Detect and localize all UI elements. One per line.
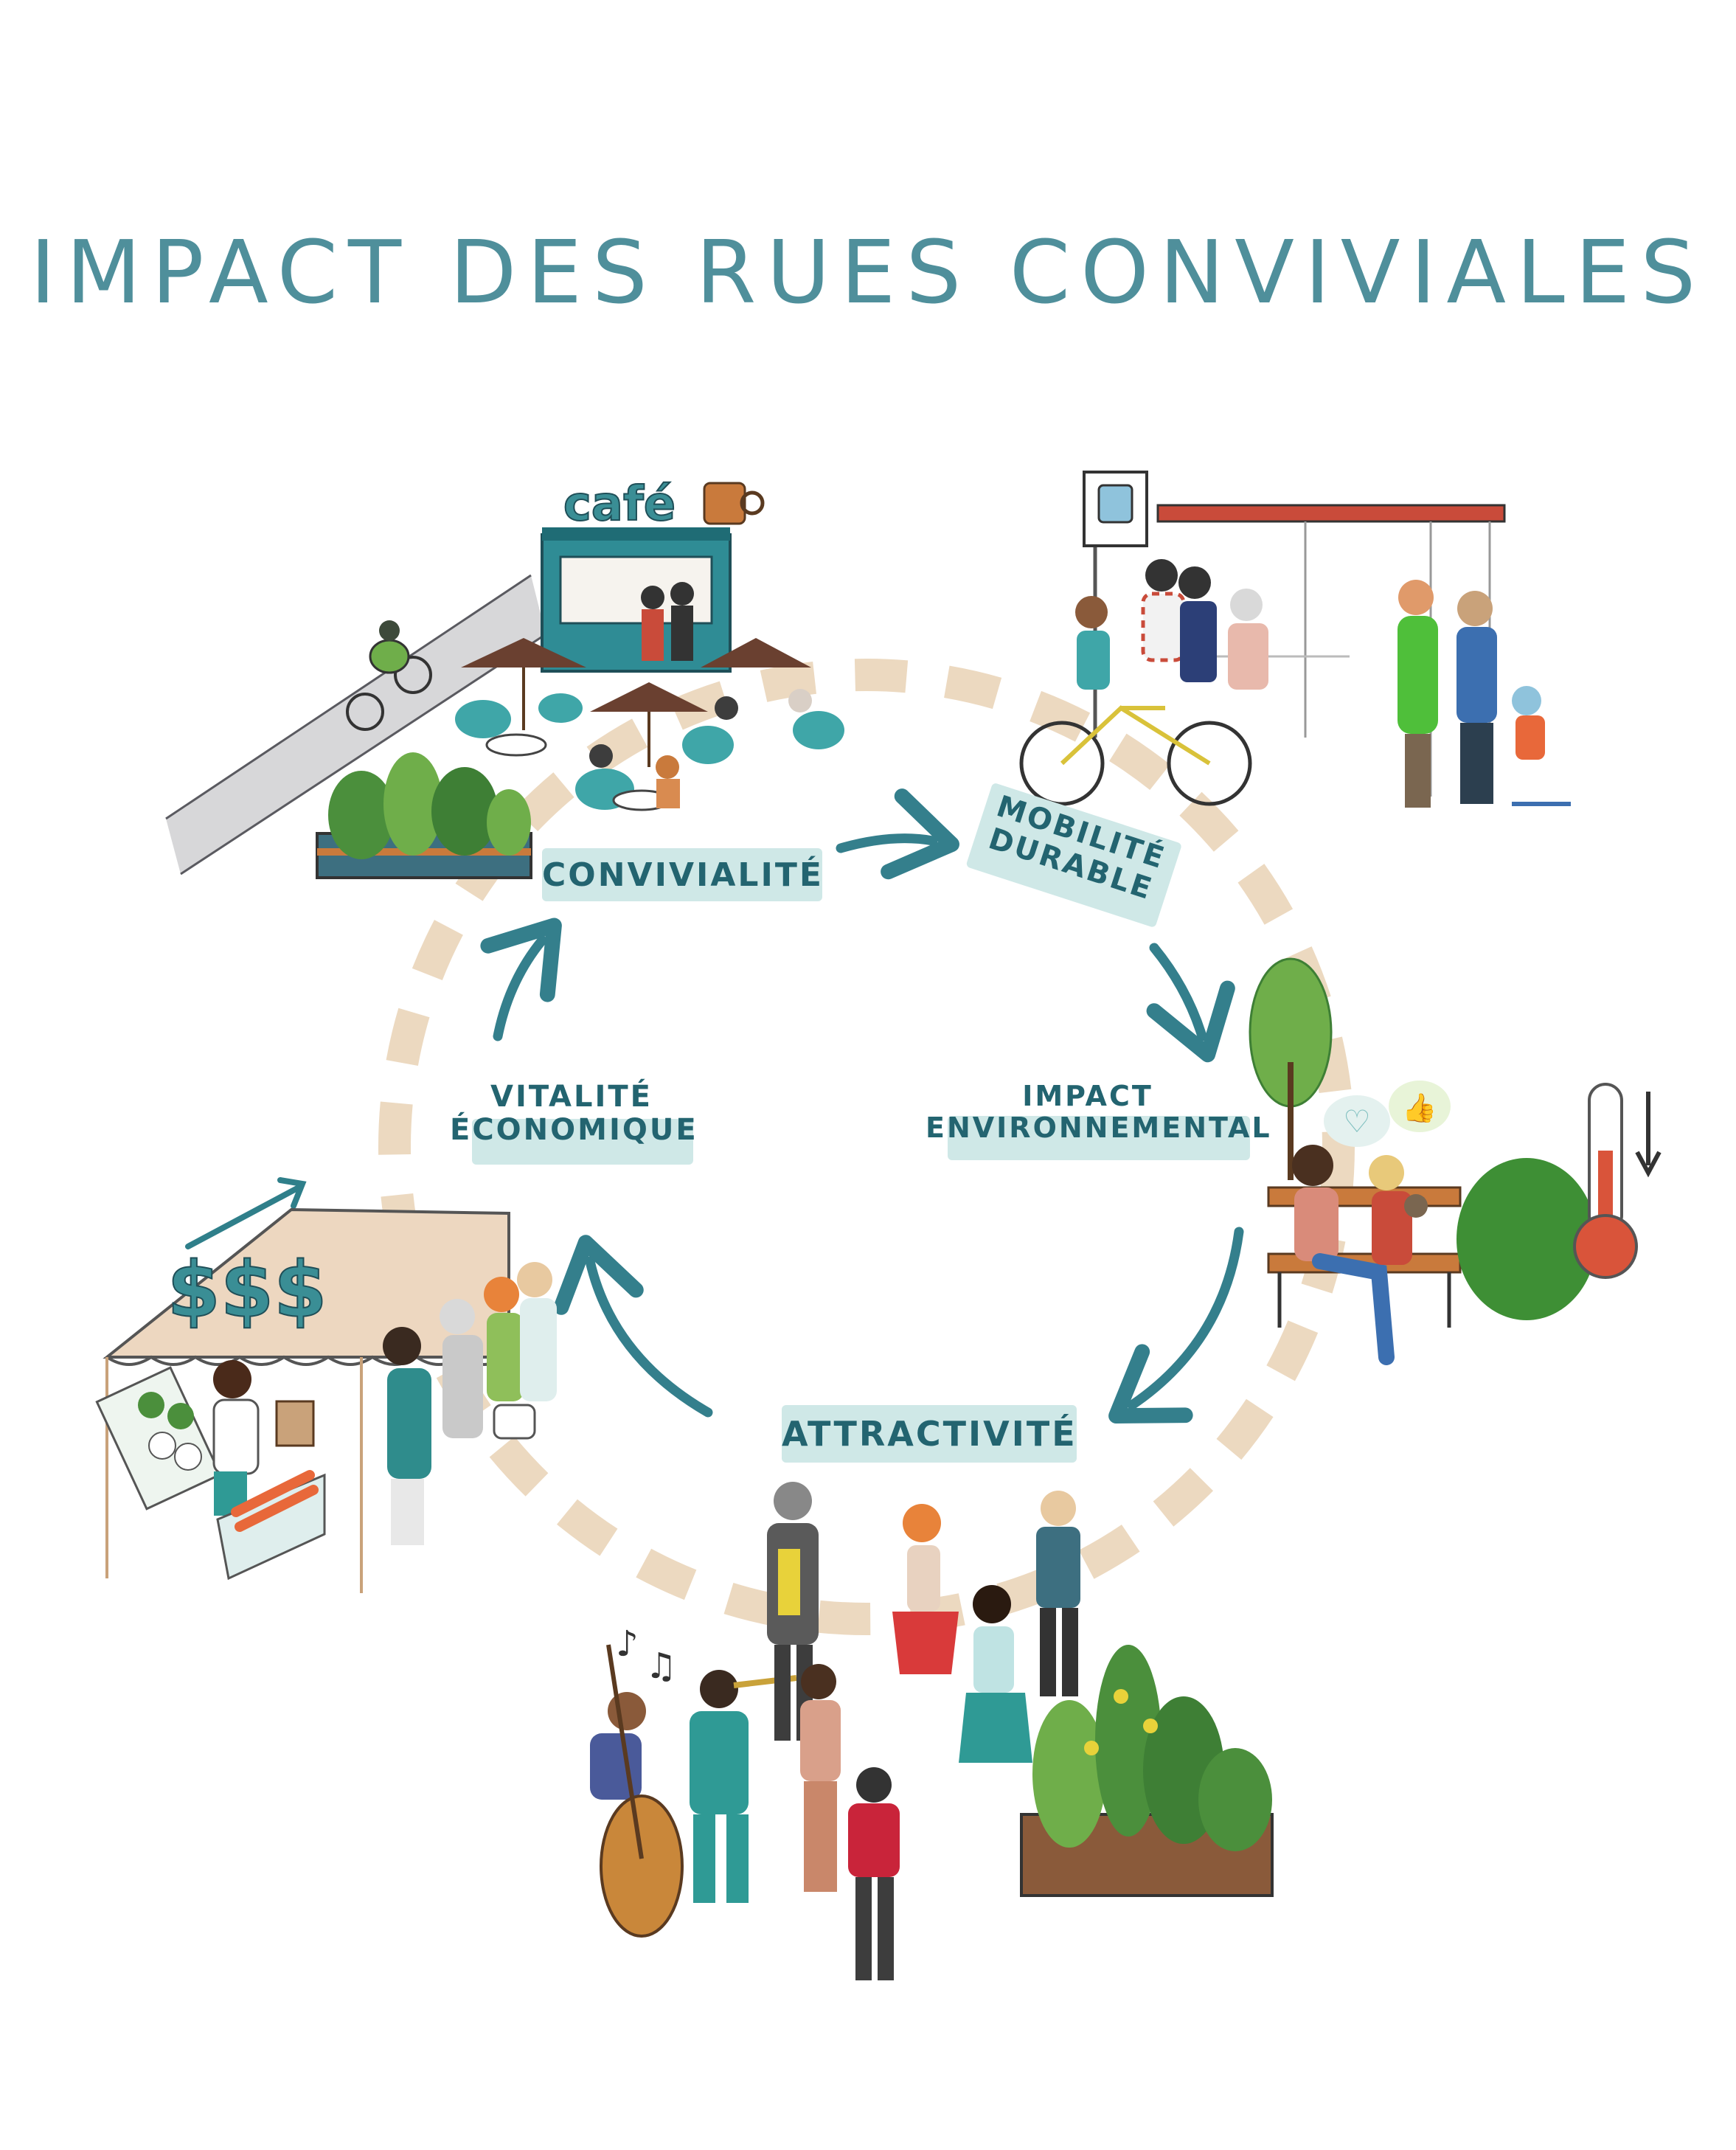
arrow-convivialite-to-mobilite bbox=[836, 788, 959, 880]
music-note-icon: ♪ ♫ bbox=[616, 1623, 677, 1687]
label-convivialite: CONVIVIALITÉ bbox=[542, 848, 824, 901]
trend-arrow-icon bbox=[185, 1177, 307, 1249]
page-title: IMPACT DES RUES CONVIVIALES bbox=[29, 221, 1707, 323]
arrow-mobilite-to-impact bbox=[1146, 943, 1235, 1063]
bus-icon bbox=[1083, 471, 1148, 547]
cafe-scene: café bbox=[165, 476, 844, 879]
market-stall-scene: $$$ bbox=[95, 1177, 557, 1593]
dashed-cycle-ring bbox=[378, 659, 1355, 1635]
label-vitalite-economique: VITALITÉ ÉCONOMIQUE bbox=[450, 1080, 698, 1165]
cyclist-icon bbox=[346, 620, 432, 731]
svg-text:♡: ♡ bbox=[1343, 1103, 1371, 1140]
arrow-impact-to-attractivite bbox=[1108, 1227, 1244, 1424]
label-vitalite-line1: VITALITÉ bbox=[490, 1080, 653, 1114]
svg-text:👍: 👍 bbox=[1402, 1092, 1437, 1124]
label-attractivite-text: ATTRACTIVITÉ bbox=[782, 1414, 1077, 1454]
label-impact-environnemental: IMPACT ENVIRONNEMENTAL bbox=[926, 1080, 1272, 1160]
cafe-sign: café bbox=[563, 477, 676, 532]
bus-stop-scene bbox=[1019, 471, 1571, 808]
label-impact-line1: IMPACT bbox=[1022, 1080, 1153, 1112]
svg-text:♪: ♪ bbox=[616, 1623, 639, 1665]
svg-text:♫: ♫ bbox=[645, 1646, 677, 1687]
thermometer-icon bbox=[1573, 1083, 1662, 1279]
heart-icon: ♡ bbox=[1324, 1095, 1390, 1147]
label-impact-line2: ENVIRONNEMENTAL bbox=[926, 1111, 1272, 1144]
arrow-vitalite-to-convivialite bbox=[480, 918, 562, 1041]
label-attractivite: ATTRACTIVITÉ bbox=[782, 1405, 1077, 1463]
label-vitalite-line2: ÉCONOMIQUE bbox=[450, 1112, 698, 1147]
street-crowd-scene: ♪ ♫ bbox=[590, 1482, 1274, 1980]
label-convivialite-text: CONVIVIALITÉ bbox=[542, 856, 824, 894]
coffee-cup-icon bbox=[703, 482, 765, 525]
arrow-attractivite-to-vitalite bbox=[553, 1235, 713, 1418]
bench-scene: ♡ 👍 bbox=[1249, 957, 1662, 1365]
market-sign: $$$ bbox=[167, 1245, 327, 1335]
thumbs-up-icon: 👍 bbox=[1389, 1081, 1451, 1132]
